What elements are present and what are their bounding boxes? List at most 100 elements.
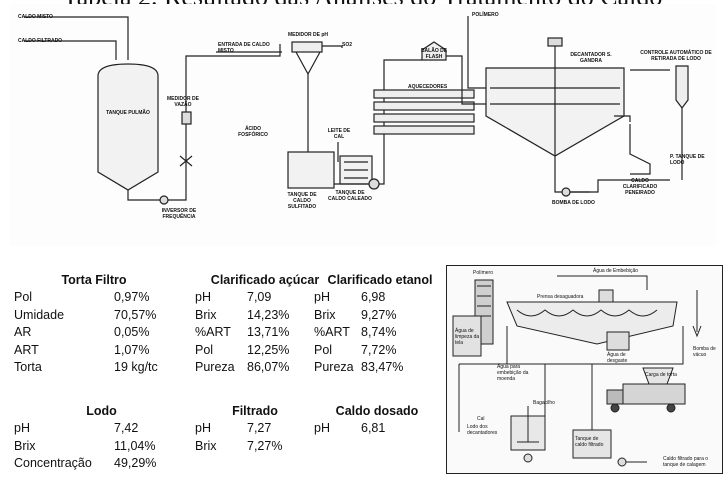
label-polimero: POLÍMERO: [472, 12, 499, 18]
label-medidor-vazao: MEDIDOR DE VAZÃO: [167, 96, 199, 108]
label-inversor-frequencia: INVERSOR DE FREQUÊNCIA: [161, 208, 197, 220]
process-flow-diagram: CALDO MISTO CALDO FILTRADO TANQUE PULMÃO…: [10, 4, 716, 246]
row-value: 7,27: [247, 421, 272, 435]
row-key: Brix: [314, 307, 336, 322]
table-row: Concentração 49,29%: [14, 455, 189, 473]
table-header: Caldo dosado: [335, 404, 419, 418]
table-row: %ART 8,74%: [314, 324, 446, 342]
table-row: ART 1,07%: [14, 342, 174, 360]
row-key: ART: [14, 342, 39, 357]
filter-press-drawing: [452, 275, 702, 467]
table-row: Brix 9,27%: [314, 307, 446, 325]
table-header: Clarificado etanol: [327, 273, 433, 287]
table-header: Filtrado: [232, 404, 278, 418]
row-value: 14,23%: [247, 307, 290, 322]
table-row: pH 6,81: [314, 420, 440, 438]
row-value: 6,81: [361, 421, 386, 435]
table-caldo-dosado: Caldo dosado pH 6,81: [314, 403, 440, 438]
label-balao-flash: BALÃO DE FLASH: [420, 48, 448, 60]
label-agua-limpeza: Água de limpeza da tela: [455, 328, 480, 346]
label-tanque-lodo: P. TANQUE DE LODO: [670, 154, 705, 166]
row-value: 19 kg/tc: [114, 360, 158, 374]
row-value: 7,72%: [361, 342, 397, 357]
label-bomba-lodo: BOMBA DE LODO: [552, 200, 595, 206]
table-row: pH 7,27: [195, 420, 315, 438]
row-key: Torta: [14, 360, 42, 374]
table-row: Brix 14,23%: [195, 307, 335, 325]
label-agua-desgaste: Água de desgaste: [607, 352, 628, 364]
label-medidor-ph: MEDIDOR DE pH: [288, 32, 328, 38]
row-value: 8,74%: [361, 325, 397, 339]
row-value: 86,07%: [247, 360, 290, 374]
label-aquecedores: AQUECEDORES: [408, 84, 448, 90]
row-key: pH: [314, 421, 330, 435]
label-decantador: DECANTADOR S. GANDRA: [570, 52, 612, 64]
row-key: %ART: [314, 325, 350, 339]
label-controle-retirada-lodo: CONTROLE AUTOMÁTICO DE RETIRADA DE LODO: [640, 50, 712, 62]
row-key: Pol: [314, 342, 333, 357]
label-caldo-clarificado: CALDO CLARIFICADO PENEIRADO: [622, 178, 658, 196]
row-value: 11,04%: [114, 438, 156, 453]
row-value: 6,98: [361, 290, 386, 304]
label-tanque-filtrado: Tanque de caldo filtrado: [575, 436, 604, 448]
row-key: Umidade: [14, 307, 65, 322]
label-caldo-misto: CALDO MISTO: [18, 14, 53, 20]
row-value: 7,09: [247, 290, 272, 304]
row-key: Brix: [195, 307, 217, 322]
row-key: pH: [195, 290, 211, 304]
label-leite-cal: LEITE DE CAL: [327, 128, 351, 140]
row-value: 70,57%: [114, 307, 157, 322]
table-row: pH 6,98: [314, 289, 446, 307]
label-tanque-caleado: TANQUE DE CALDO CALEADO: [328, 190, 372, 202]
label-polimero-filtro: Polímero: [473, 270, 494, 276]
label-tanque-sulfitado: TANQUE DE CALDO SULFITADO: [287, 192, 317, 210]
row-value: 7,42: [114, 421, 139, 435]
table-header: Torta Filtro: [61, 273, 127, 287]
label-carga-torta: Carga de torta: [645, 372, 677, 378]
filter-press-diagram: Polímero Água de Embebição Prensa desagu…: [446, 265, 723, 474]
table-row: Umidade 70,57%: [14, 307, 174, 325]
row-key: Pol: [14, 290, 33, 304]
table-row: pH 7,09: [195, 289, 335, 307]
label-prensa: Prensa desaguadora: [537, 294, 584, 300]
label-caldo-filtrado-tanque: Caldo filtrado para o tanque de calagem: [663, 456, 709, 468]
row-key: %ART: [195, 325, 231, 339]
row-value: 83,47%: [361, 360, 404, 374]
row-key: Brix: [14, 438, 36, 453]
row-key: Pureza: [195, 360, 235, 374]
table-row: Torta 19 kg/tc: [14, 359, 174, 377]
label-caldo-filtrado: CALDO FILTRADO: [18, 38, 63, 44]
label-bomba-vacuo: Bomba de vácuo: [693, 346, 716, 358]
table-row: Pol 7,72%: [314, 342, 446, 360]
row-key: Brix: [195, 438, 217, 453]
label-lodo-decantadores: Lodo dos decantadores: [467, 424, 498, 436]
row-value: 49,29%: [114, 456, 157, 470]
label-agua-embebicao: Água de Embebição: [593, 268, 639, 274]
label-acido-fosforico: ÁCIDO FOSFÓRICO: [238, 126, 268, 138]
process-flow-drawing: [24, 16, 689, 205]
label-cal: Cal: [477, 416, 485, 422]
table-clarificado-etanol: Clarificado etanol pH 6,98 Brix 9,27% %ART…: [314, 272, 446, 377]
row-value: 0,97%: [114, 290, 150, 304]
label-tanque-pulmao: TANQUE PULMÃO: [106, 110, 150, 116]
row-value: 0,05%: [114, 325, 150, 339]
row-key: pH: [314, 290, 330, 304]
row-key: pH: [195, 421, 211, 435]
row-value: 9,27%: [361, 307, 397, 322]
row-key: AR: [14, 325, 32, 339]
table-row: AR 0,05%: [14, 324, 174, 342]
row-key: Concentração: [14, 456, 92, 470]
table-row: Brix 11,04%: [14, 438, 189, 456]
row-value: 1,07%: [114, 342, 150, 357]
label-entrada-caldo: ENTRADA DE CALDO MISTO: [218, 42, 270, 54]
table-header: Lodo: [86, 404, 117, 418]
row-key: Pol: [195, 342, 214, 357]
